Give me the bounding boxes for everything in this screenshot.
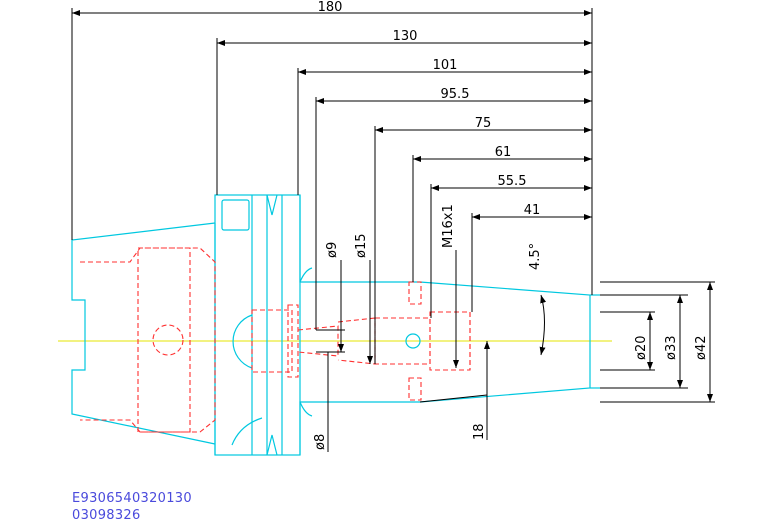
- part-outline: [71, 194, 600, 456]
- dim-label-101: 101: [433, 58, 458, 73]
- dim-label-d15: ø15: [354, 234, 369, 259]
- dim-label-180: 180: [318, 0, 343, 15]
- dim-label-d9: ø9: [325, 242, 340, 258]
- dim-label-61: 61: [495, 145, 512, 160]
- dimension-lines: [71, 8, 715, 452]
- dim-label-d8: ø8: [313, 434, 328, 450]
- hidden-lines: [80, 247, 471, 433]
- dim-label-75: 75: [475, 116, 492, 131]
- dim-label-18: 18: [472, 423, 487, 440]
- dim-label-130: 130: [393, 29, 418, 44]
- dimension-labels: 180 130 101 95.5 75 61 55.5 41 ø9 ø15 M1…: [313, 0, 709, 450]
- dim-label-41: 41: [524, 203, 541, 218]
- dim-label-d20: ø20: [634, 336, 649, 361]
- dim-label-angle: 4.5°: [528, 243, 543, 270]
- dim-label-m16x1: M16x1: [441, 204, 456, 248]
- dim-label-95-5: 95.5: [441, 87, 470, 102]
- dim-label-d42: ø42: [694, 336, 709, 361]
- part-number: E9306540320130: [72, 491, 192, 506]
- dim-label-d33: ø33: [664, 336, 679, 361]
- dim-label-55-5: 55.5: [498, 174, 527, 189]
- order-number: 03098326: [72, 508, 141, 523]
